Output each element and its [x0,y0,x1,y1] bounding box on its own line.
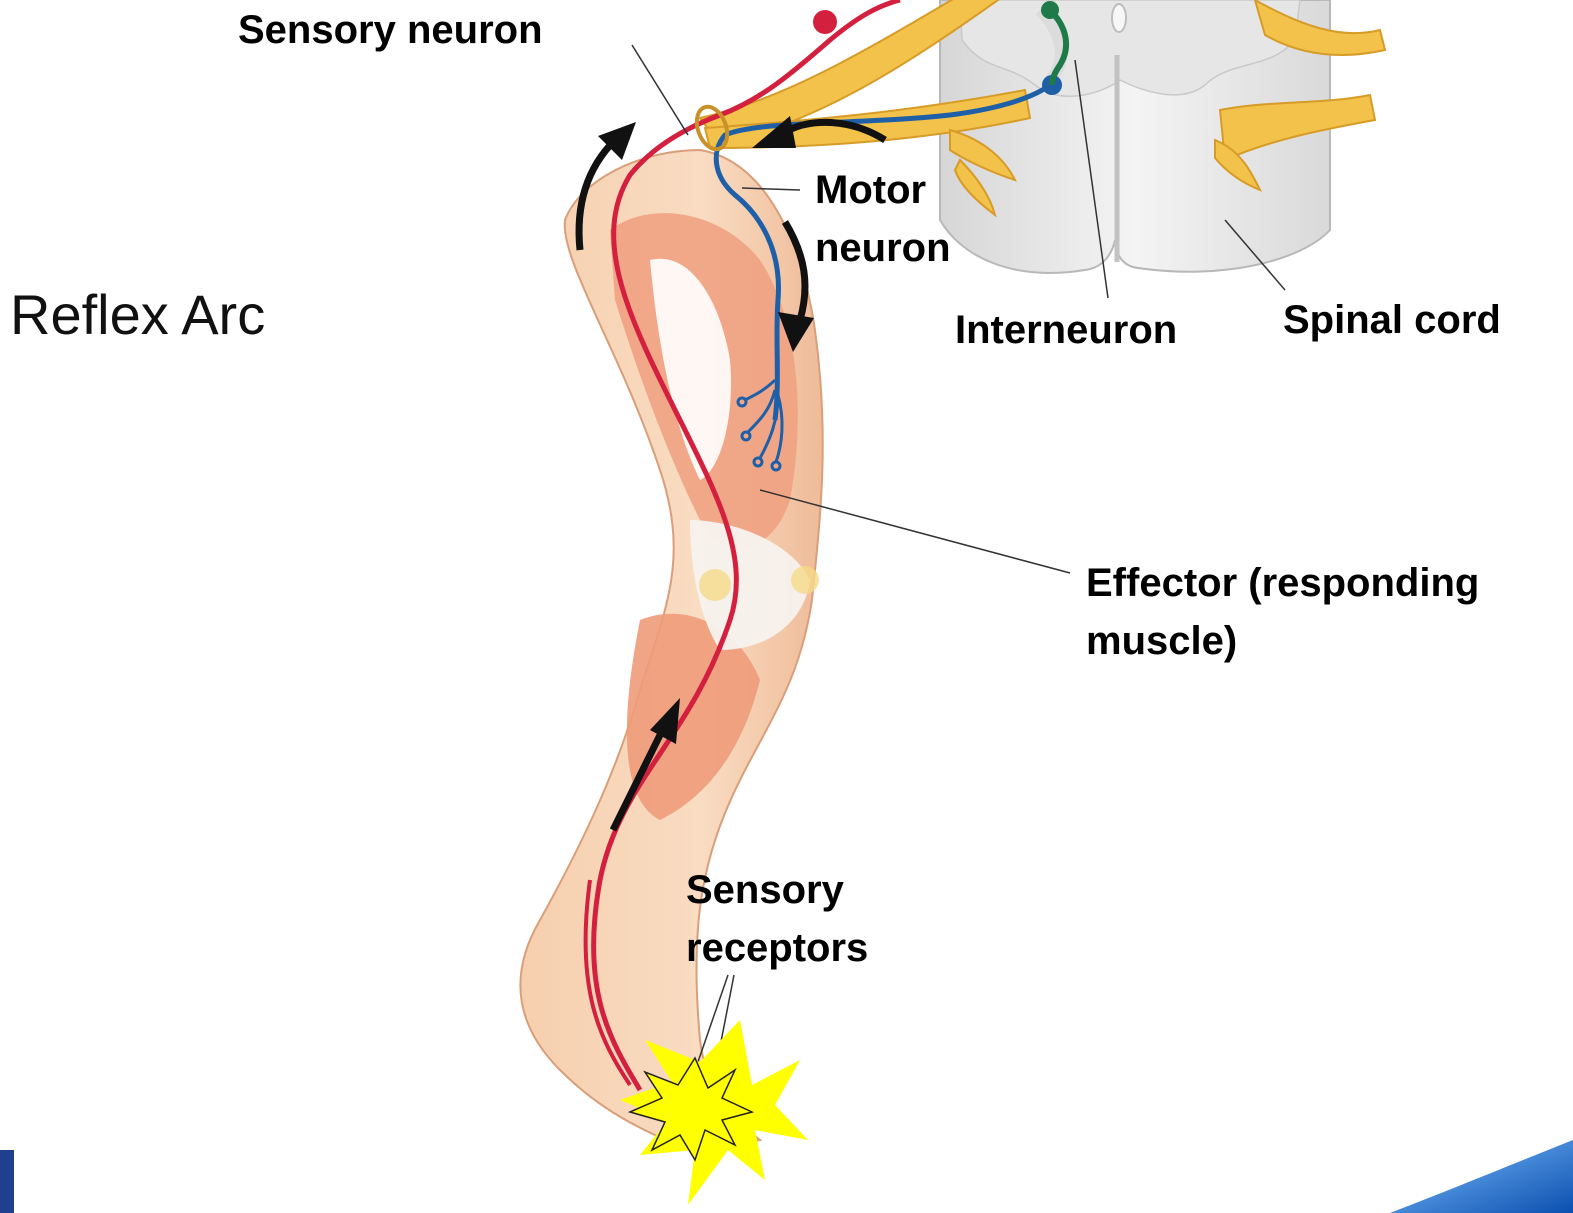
label-effector-line1: Effector (responding [1086,555,1479,611]
slide-title: Reflex Arc [10,280,265,350]
label-sensory-receptors-line2: receptors [686,920,868,976]
left-edge-accent [0,1150,14,1213]
sensory-ganglion [813,10,837,34]
label-sensory-receptors-line1: Sensory [686,862,844,918]
label-motor-neuron-line2: neuron [815,220,951,276]
leader-sensory-neuron [632,45,688,135]
label-motor-neuron-line1: Motor [815,162,926,218]
corner-swoosh [1390,1140,1573,1213]
interneuron-cell-body [1041,1,1059,19]
label-effector-line2: muscle) [1086,613,1237,669]
label-interneuron: Interneuron [955,302,1177,358]
label-sensory-neuron: Sensory neuron [238,2,543,58]
label-spinal-cord: Spinal cord [1283,292,1501,348]
